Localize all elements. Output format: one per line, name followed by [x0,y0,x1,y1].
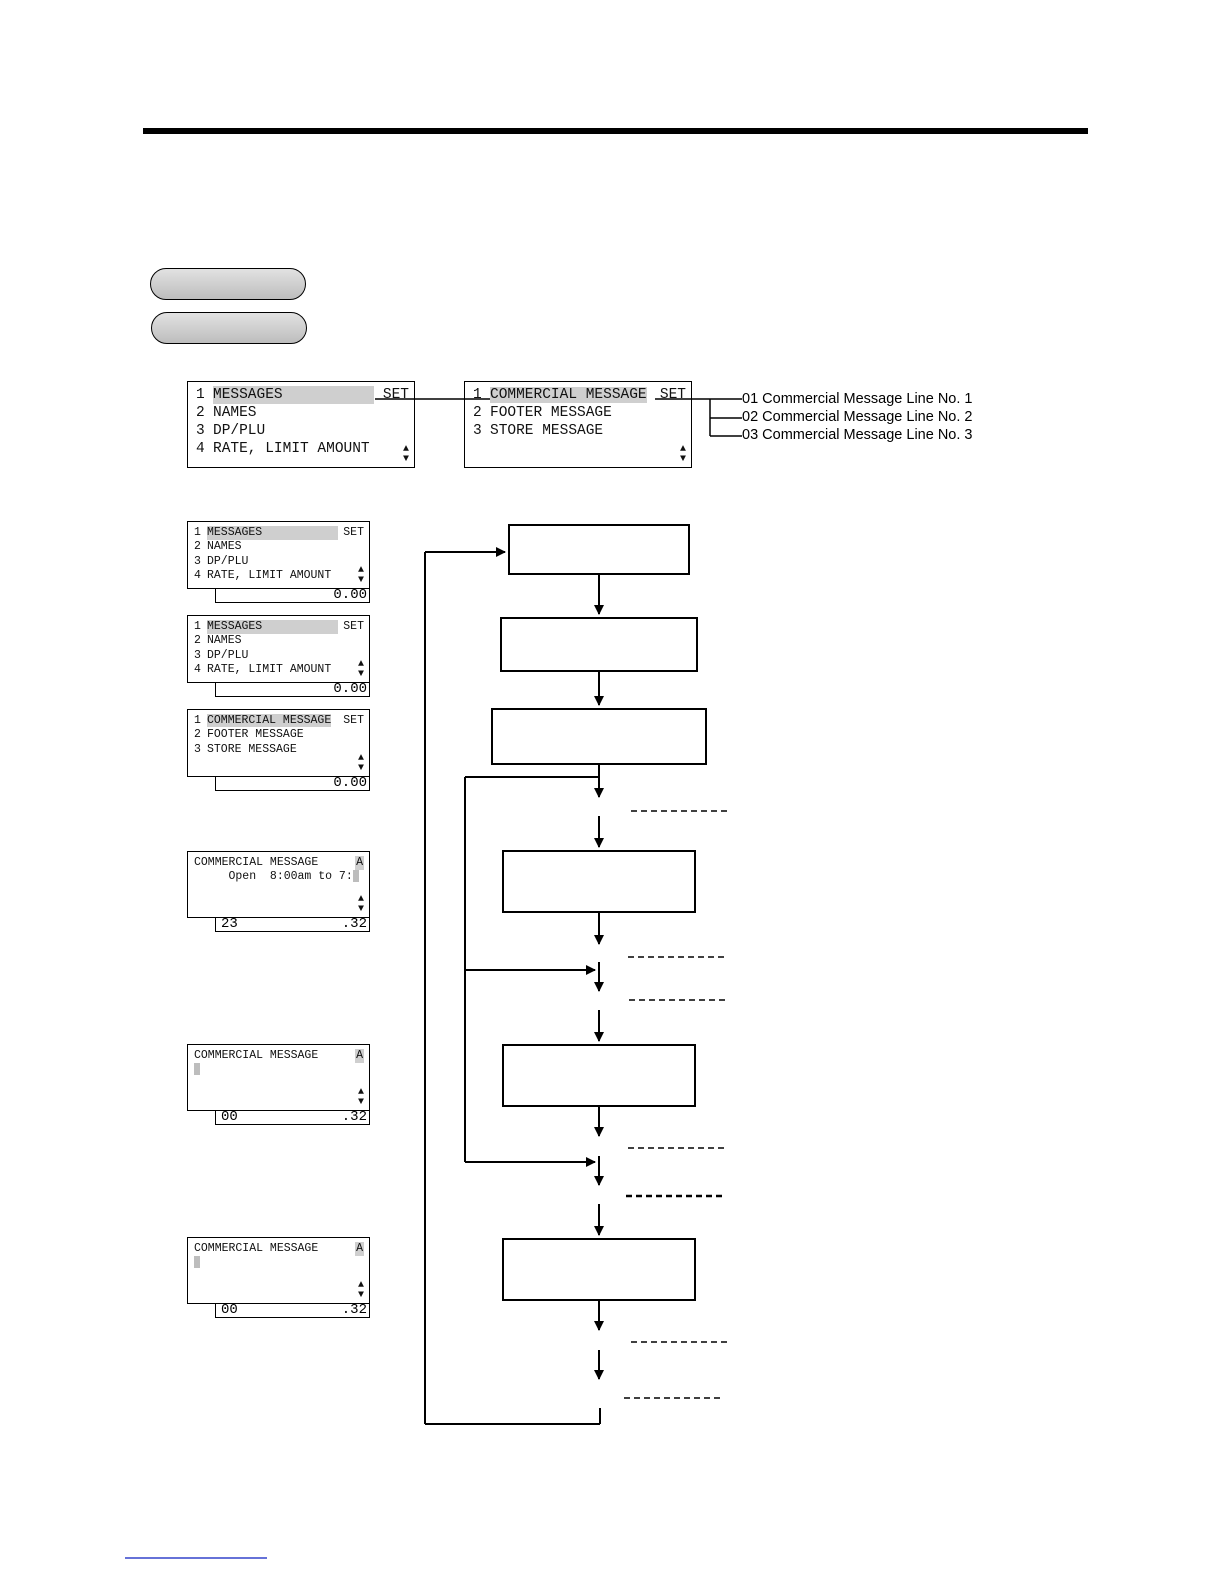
flow-box-5 [502,1044,696,1107]
line-counter-3: 00.32 [215,1303,370,1318]
up-down-arrow-icon: ▲▼ [357,659,364,680]
mode-pill-1 [150,268,306,300]
up-down-arrow-icon: ▲▼ [357,565,364,586]
mode-pill-2 [151,312,307,344]
flow-box-1 [508,524,690,575]
line-counter-1: 23.32 [215,917,370,932]
flow-box-2 [500,617,698,672]
amount-display-2: 0.00 [215,682,370,697]
message-line-2: 02 Commercial Message Line No. 2 [742,409,973,425]
flow-box-4 [502,850,696,913]
header-rule [143,128,1088,134]
amount-display-1: 0.00 [215,588,370,603]
up-down-arrow-icon: ▲▼ [357,753,364,774]
up-down-arrow-icon: ▲▼ [357,1087,364,1108]
amount-display-3: 0.00 [215,776,370,791]
message-line-1: 01 Commercial Message Line No. 1 [742,391,973,407]
up-down-arrow-icon: ▲▼ [357,1280,364,1301]
line-counter-2: 00.32 [215,1110,370,1125]
message-line-3: 03 Commercial Message Line No. 3 [742,427,973,443]
up-down-arrow-icon: ▲▼ [402,444,409,465]
up-down-arrow-icon: ▲▼ [679,444,686,465]
flow-box-6 [502,1238,696,1301]
up-down-arrow-icon: ▲▼ [357,894,364,915]
flow-box-3 [491,708,707,765]
